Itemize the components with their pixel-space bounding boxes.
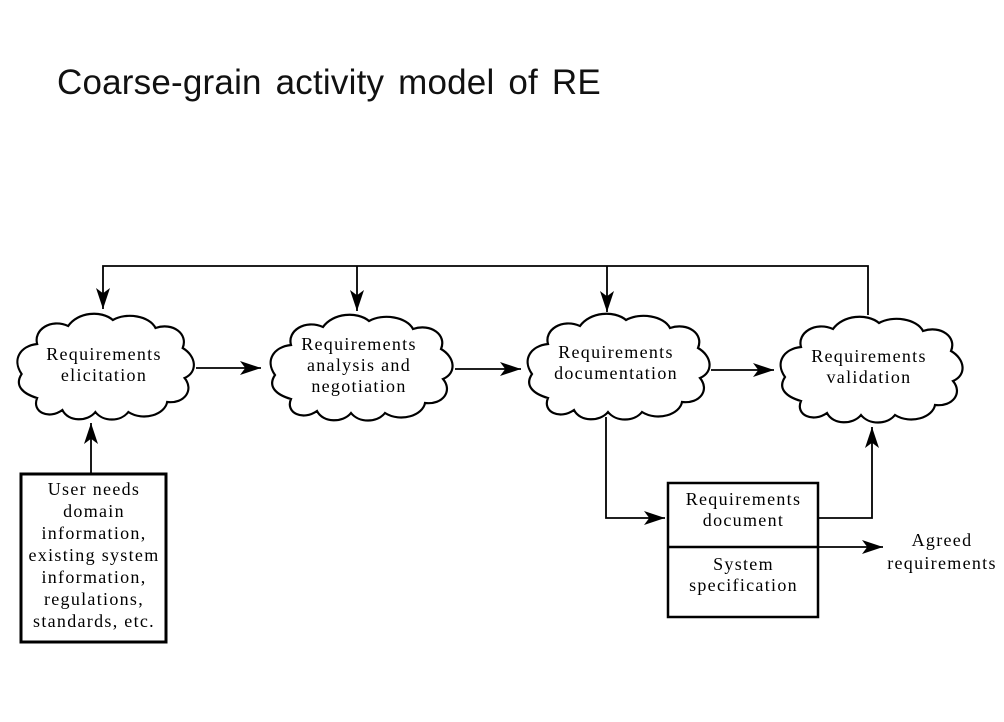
arrow-document-box-to-validation	[818, 427, 879, 519]
feedback-line-validation-to-elicitation	[96, 265, 869, 315]
agreed-requirements-label: Agreed requirements	[887, 530, 997, 573]
system-specification-label: System specification	[689, 554, 798, 595]
user-needs-input-box	[19, 472, 168, 644]
cloud-label-requirements-documentation: Requirements documentation	[554, 342, 678, 383]
requirements-document-box	[666, 481, 820, 619]
page-title: Coarse-grain activity model of RE	[57, 63, 601, 102]
cloud-label-requirements-validation: Requirements validation	[811, 346, 927, 387]
cloud-label-requirements-analysis-negotiation: Requirements analysis and negotiation	[301, 334, 417, 396]
requirements-document-label: Requirements document	[685, 489, 802, 530]
user-needs-input-box-label: User needs domain information, existing …	[28, 479, 160, 631]
arrow-documentation-to-document-box	[605, 417, 665, 525]
cloud-label-requirements-elicitation: Requirements elicitation	[46, 344, 162, 385]
